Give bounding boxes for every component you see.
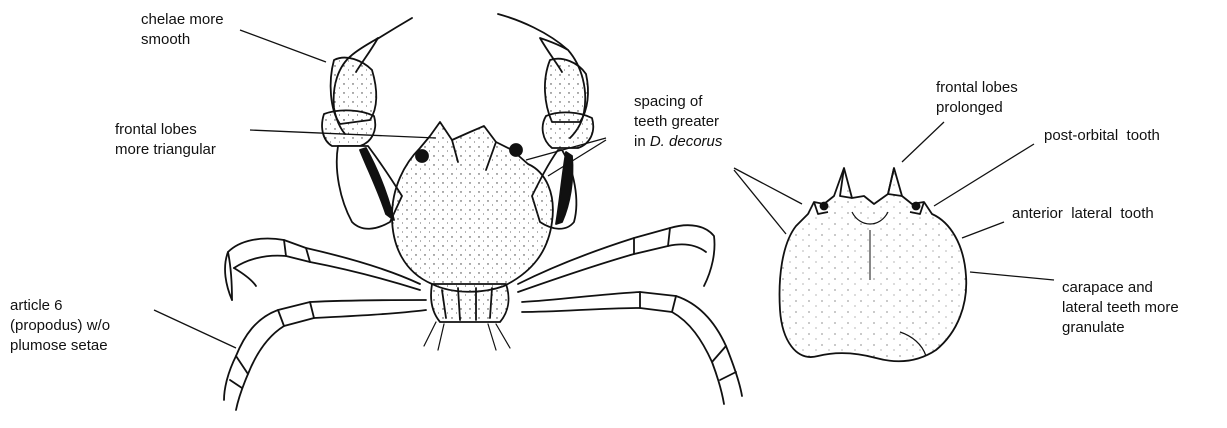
- right-walking-legs: [518, 225, 742, 404]
- label-article-6: article 6 (propodus) w/o plumose setae: [10, 296, 110, 356]
- label-chelae-more-smooth: chelae more smooth: [141, 10, 224, 50]
- label-frontal-lobes-prolonged: frontal lobes prolonged: [936, 78, 1018, 118]
- leader-carapace: [970, 272, 1054, 280]
- leader-article6: [154, 310, 236, 348]
- carapace-detail-drawing: [780, 168, 967, 361]
- label-frontal-lobes-triangular: frontal lobes more triangular: [115, 120, 216, 160]
- label-post-orbital-tooth: post-orbital tooth: [1044, 126, 1160, 146]
- label-spacing-of-teeth: spacing of teeth greater in D. decorus: [634, 92, 722, 152]
- whole-crab-body: [424, 284, 510, 350]
- leader-frontal-prolonged: [902, 122, 944, 162]
- leader-dd-2: [734, 170, 786, 234]
- leader-anterior-lateral: [962, 222, 1004, 238]
- leader-post-orbital: [934, 144, 1034, 206]
- leader-dd-1: [734, 168, 802, 204]
- whole-crab-carapace: [392, 122, 553, 292]
- label-carapace-granulate: carapace and lateral teeth more granulat…: [1062, 278, 1179, 338]
- leader-chelae: [240, 30, 326, 62]
- left-walking-legs: [224, 239, 426, 411]
- whole-crab-drawing: [224, 14, 742, 410]
- label-anterior-lateral-tooth: anterior lateral tooth: [1012, 204, 1154, 224]
- species-name: D. decorus: [650, 133, 723, 150]
